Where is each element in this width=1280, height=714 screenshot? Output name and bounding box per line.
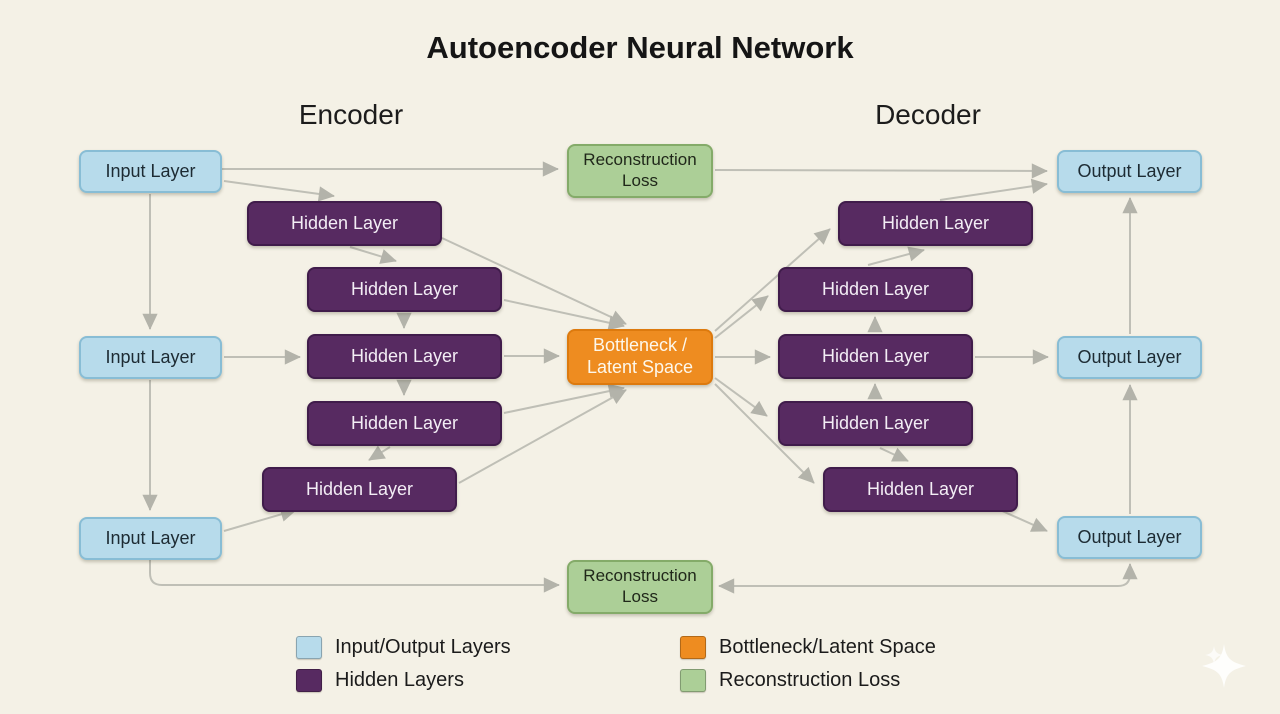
input-output-swatch (296, 636, 322, 659)
encoder-hidden-layer-4: Hidden Layer (307, 401, 502, 446)
decoder-hidden-layer-4: Hidden Layer (778, 401, 973, 446)
reconstruction-loss-bottom: Reconstruction Loss (567, 560, 713, 614)
bottleneck-latent-space: Bottleneck / Latent Space (567, 329, 713, 385)
decoder-hidden-layer-2: Hidden Layer (778, 267, 973, 312)
legend-label: Input/Output Layers (335, 636, 511, 658)
output-layer-1: Output Layer (1057, 150, 1202, 193)
decoder-hidden-layer-3: Hidden Layer (778, 334, 973, 379)
hidden-layers-swatch (296, 669, 322, 692)
legend-item-bottleneck: Bottleneck/Latent Space (680, 636, 936, 659)
decoder-hidden-layer-1: Hidden Layer (838, 201, 1033, 246)
legend-left-column: Input/Output Layers Hidden Layers (296, 636, 511, 692)
output-layer-2: Output Layer (1057, 336, 1202, 379)
legend-item-input-output: Input/Output Layers (296, 636, 511, 659)
decoder-section-header: Decoder (875, 99, 981, 130)
encoder-hidden-layer-2: Hidden Layer (307, 267, 502, 312)
legend-label: Bottleneck/Latent Space (719, 636, 936, 658)
legend-label: Hidden Layers (335, 669, 464, 691)
decoder-hidden-layer-5: Hidden Layer (823, 467, 1018, 512)
encoder-hidden-layer-1: Hidden Layer (247, 201, 442, 246)
page-title: Autoencoder Neural Network (426, 30, 854, 65)
legend-item-reconstruction: Reconstruction Loss (680, 669, 936, 692)
legend-item-hidden: Hidden Layers (296, 669, 511, 692)
reconstruction-loss-top: Reconstruction Loss (567, 144, 713, 198)
legend-label: Reconstruction Loss (719, 669, 901, 691)
encoder-hidden-layer-3: Hidden Layer (307, 334, 502, 379)
reconstruction-loss-swatch (680, 669, 706, 692)
input-layer-2: Input Layer (79, 336, 222, 379)
input-layer-1: Input Layer (79, 150, 222, 193)
encoder-hidden-layer-5: Hidden Layer (262, 467, 457, 512)
bottleneck-swatch (680, 636, 706, 659)
sparkle-icon (1202, 644, 1246, 688)
legend-right-column: Bottleneck/Latent Space Reconstruction L… (680, 636, 936, 692)
input-layer-3: Input Layer (79, 517, 222, 560)
encoder-section-header: Encoder (298, 99, 404, 130)
output-layer-3: Output Layer (1057, 516, 1202, 559)
